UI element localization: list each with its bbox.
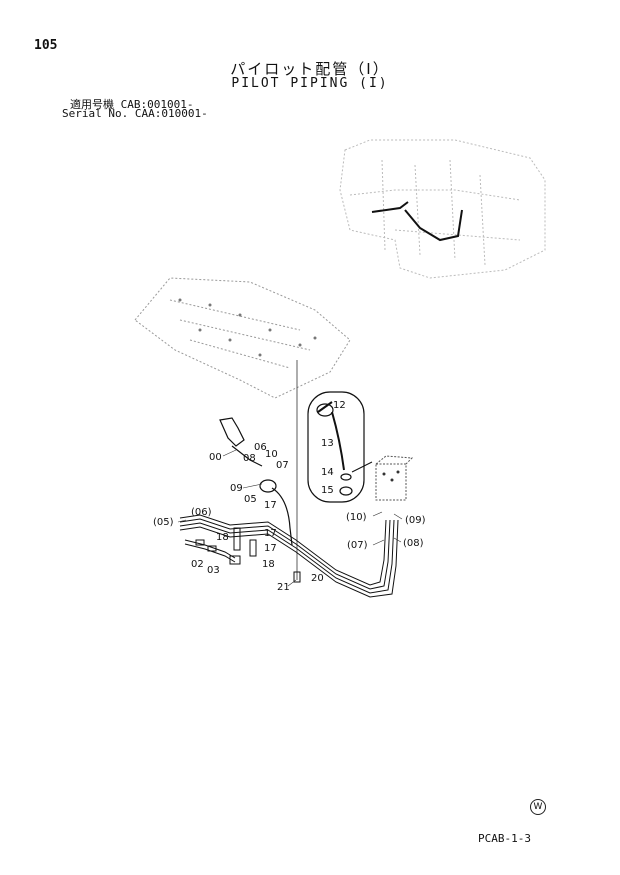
callout-08-paren: (08)	[403, 538, 424, 549]
hose-detail-box	[307, 391, 365, 503]
page-title-en: PILOT PIPING (I)	[231, 76, 389, 91]
pilot-valve-illustration	[219, 417, 293, 546]
page-number: 105	[34, 38, 58, 53]
callout-14: 14	[321, 467, 334, 478]
callout-09-paren: (09)	[405, 515, 426, 526]
machine-pilot-line-highlight	[371, 201, 463, 242]
callout-17-c: 17	[264, 543, 277, 554]
callout-06: 06	[254, 442, 267, 453]
control-valve-ports	[382, 470, 400, 482]
fittings	[195, 527, 301, 583]
callout-07-paren: (07)	[347, 540, 368, 551]
callout-13: 13	[321, 438, 334, 449]
callout-21: 21	[277, 582, 290, 593]
serial-range-jp: 適用号機 CAB:001001-	[70, 98, 194, 111]
callout-18-a: 18	[216, 532, 229, 543]
hose-detail-connector	[351, 461, 373, 473]
callout-00: 00	[209, 452, 222, 463]
page-title-jp: パイロット配管（Ⅰ）	[230, 60, 390, 78]
footer-mark: W	[530, 799, 546, 815]
callout-17-a: 17	[264, 500, 277, 511]
control-valve-illustration	[375, 455, 414, 501]
callout-05-paren: (05)	[153, 517, 174, 528]
callout-05: 05	[244, 494, 257, 505]
serial-range-en: Serial No. CAA:010001-	[62, 107, 208, 120]
callout-20: 20	[311, 573, 324, 584]
footer-page-code: PCAB-1-3	[478, 832, 531, 845]
callout-15: 15	[321, 485, 334, 496]
callout-10: 10	[265, 449, 278, 460]
callout-02: 02	[191, 559, 204, 570]
floor-plate-illustration	[134, 277, 351, 399]
leader-lines	[177, 449, 403, 587]
callout-12: 12	[333, 400, 346, 411]
callout-07: 07	[276, 460, 289, 471]
callout-06-paren: (06)	[191, 507, 212, 518]
callout-labels: 12 13 14 15 00 06 10 08 07 09 05 17 17 1…	[153, 400, 426, 593]
callout-10-paren: (10)	[346, 512, 367, 523]
callout-18-b: 18	[262, 559, 275, 570]
callout-08: 08	[243, 453, 256, 464]
callout-17-b: 17	[264, 528, 277, 539]
callout-03: 03	[207, 565, 220, 576]
callout-09: 09	[230, 483, 243, 494]
floor-plate-holes	[178, 298, 317, 357]
machine-overview-illustration	[339, 139, 546, 279]
